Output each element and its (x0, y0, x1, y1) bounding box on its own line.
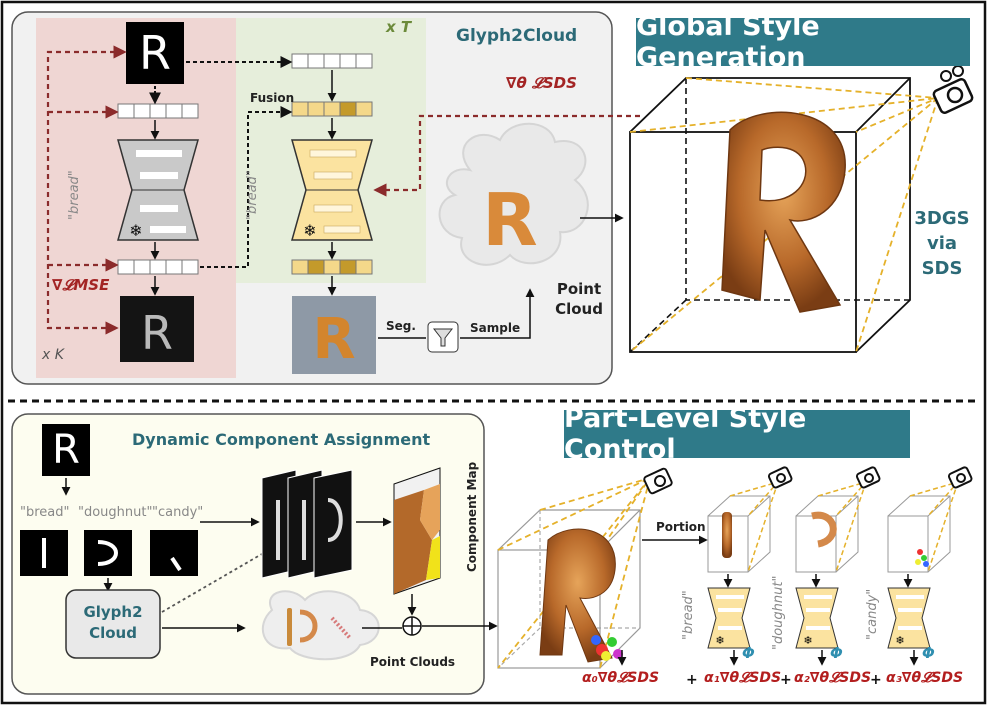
token-bar-left-top (117, 103, 199, 119)
glyph2cloud-box (65, 589, 161, 659)
glyph-r-top-letter: R (139, 26, 171, 80)
svg-text:❄: ❄ (803, 634, 812, 647)
token-bar-left-bottom (117, 259, 199, 275)
filter-icon (427, 321, 459, 353)
sub-cube-doughnut (795, 466, 881, 573)
sub-cube-candy (887, 466, 973, 573)
loss-term-1: α₁∇θ𝓛SDS (704, 670, 782, 686)
camera-icon-top (932, 65, 974, 114)
dca-title: Dynamic Component Assignment (132, 430, 431, 449)
token-bar-top-right (291, 53, 373, 69)
sub-cube-bread (707, 466, 793, 573)
combine-operator (402, 616, 422, 636)
component-map-label: Component Map (465, 461, 479, 572)
part-unets: ❄ ❄ ❄ (617, 574, 931, 666)
prompt-bread-left: "bread" (67, 170, 82, 220)
loss-plus-1: + (686, 672, 698, 688)
point-clouds-label: Point Clouds (370, 655, 456, 669)
glyph-r-input (126, 22, 184, 84)
loop-t-label: x T (386, 18, 412, 36)
bread-r-photo (292, 296, 376, 374)
loop-k-label: x K (42, 347, 64, 363)
point-cloud-label: Point Cloud (555, 280, 603, 318)
component-glyphs (20, 530, 198, 576)
part-prompt-bread: "bread" (681, 590, 696, 640)
global-cube (629, 77, 939, 353)
svg-text:❄: ❄ (129, 221, 142, 240)
prompt-candy: "candy" (152, 505, 204, 520)
part-prompt-doughnut: "doughnut" (771, 575, 786, 650)
token-bar-fusion (291, 101, 373, 117)
decoded-glyph-image (120, 296, 194, 362)
glyph-r-bottom-letter: R (52, 427, 80, 473)
frozen-unet-left: ❄ (117, 139, 199, 241)
prompt-doughnut: "doughnut" (78, 505, 153, 520)
phi-label-1: Φ (742, 644, 755, 662)
part-prompt-candy: "candy" (865, 588, 880, 640)
point-cloud-blob: R (438, 122, 589, 266)
gen-method-label: 3DGS via SDS (914, 208, 970, 280)
svg-text:❄: ❄ (895, 634, 904, 647)
svg-text:❄: ❄ (715, 634, 724, 647)
sds-gradient-label: ∇θ 𝓛SDS (506, 74, 577, 92)
loss-term-2: α₂∇θ𝓛SDS (794, 670, 872, 686)
token-bar-right-bottom (291, 259, 373, 275)
loss-term-3: α₃∇θ𝓛SDS (886, 670, 964, 686)
fusion-label: Fusion (250, 91, 295, 105)
component-map-image (393, 467, 441, 595)
point-clouds-blob (261, 590, 380, 661)
camera-icon-part (643, 467, 673, 495)
attention-maps (261, 469, 353, 579)
svg-text:R: R (482, 178, 537, 262)
prompt-bread-right: "bread" (245, 170, 260, 220)
seg-label: Seg. (386, 319, 416, 333)
glyph-r-bottom (42, 424, 90, 476)
part-level-cube (497, 476, 653, 669)
svg-text:R: R (141, 306, 173, 360)
glyph2cloud-box-label: Glyph2 Cloud (83, 603, 143, 642)
portion-label: Portion (656, 520, 706, 534)
phi-label-2: Φ (830, 644, 843, 662)
svg-text:R: R (312, 307, 355, 372)
part-level-title: Part-Level Style Control (564, 403, 910, 465)
mse-gradient-label: ∇𝓛MSE (52, 276, 110, 294)
loss-term-0: α₀∇θ𝓛SDS (582, 670, 660, 686)
global-style-title: Global Style Generation (636, 11, 970, 73)
trainable-unet-right: ❄ (291, 139, 373, 241)
svg-text:❄: ❄ (303, 221, 316, 240)
glyph2cloud-title: Glyph2Cloud (456, 26, 578, 46)
phi-label-3: Φ (922, 644, 935, 662)
prompt-bread: "bread" (20, 505, 70, 520)
loss-plus-3: + (870, 672, 882, 688)
loss-plus-2: + (780, 672, 792, 688)
sample-label: Sample (470, 321, 521, 335)
